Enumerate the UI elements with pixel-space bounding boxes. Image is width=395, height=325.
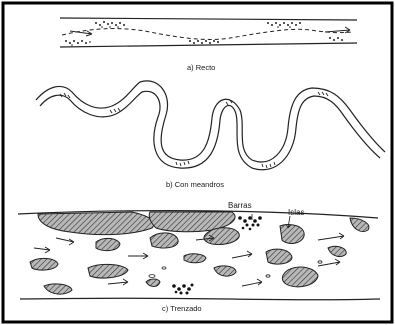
meandering-channel-diagram (36, 81, 385, 170)
island (88, 264, 128, 278)
caption-straight: a) Recto (187, 63, 215, 72)
figure-border (3, 3, 392, 322)
meander-bank-outer (36, 81, 385, 162)
island (44, 284, 72, 294)
braided-channel-diagram (18, 211, 380, 300)
island (184, 254, 206, 263)
sediment-bar-dots (65, 21, 343, 46)
straight-channel-bank-top (60, 18, 357, 20)
caption-braided: c) Trenzado (162, 304, 202, 313)
island (282, 267, 318, 287)
thalweg-line (62, 29, 352, 40)
island (266, 249, 292, 264)
straight-channel-diagram (60, 18, 357, 47)
straight-channel-bank-bottom (60, 43, 357, 47)
label-bars: Barras (228, 201, 252, 210)
gravel-bar-cluster (238, 216, 262, 230)
island (328, 246, 346, 256)
island (38, 212, 154, 235)
island (350, 218, 369, 232)
gravel-bar-cluster (172, 284, 193, 295)
island (146, 279, 160, 287)
island (280, 224, 304, 243)
braided-bank-bottom (20, 298, 380, 300)
label-islands: Islas (288, 208, 304, 217)
island (150, 233, 178, 248)
caption-meandering: b) Con meandros (166, 180, 224, 189)
island (30, 258, 58, 270)
island (96, 238, 120, 250)
island (214, 266, 236, 276)
